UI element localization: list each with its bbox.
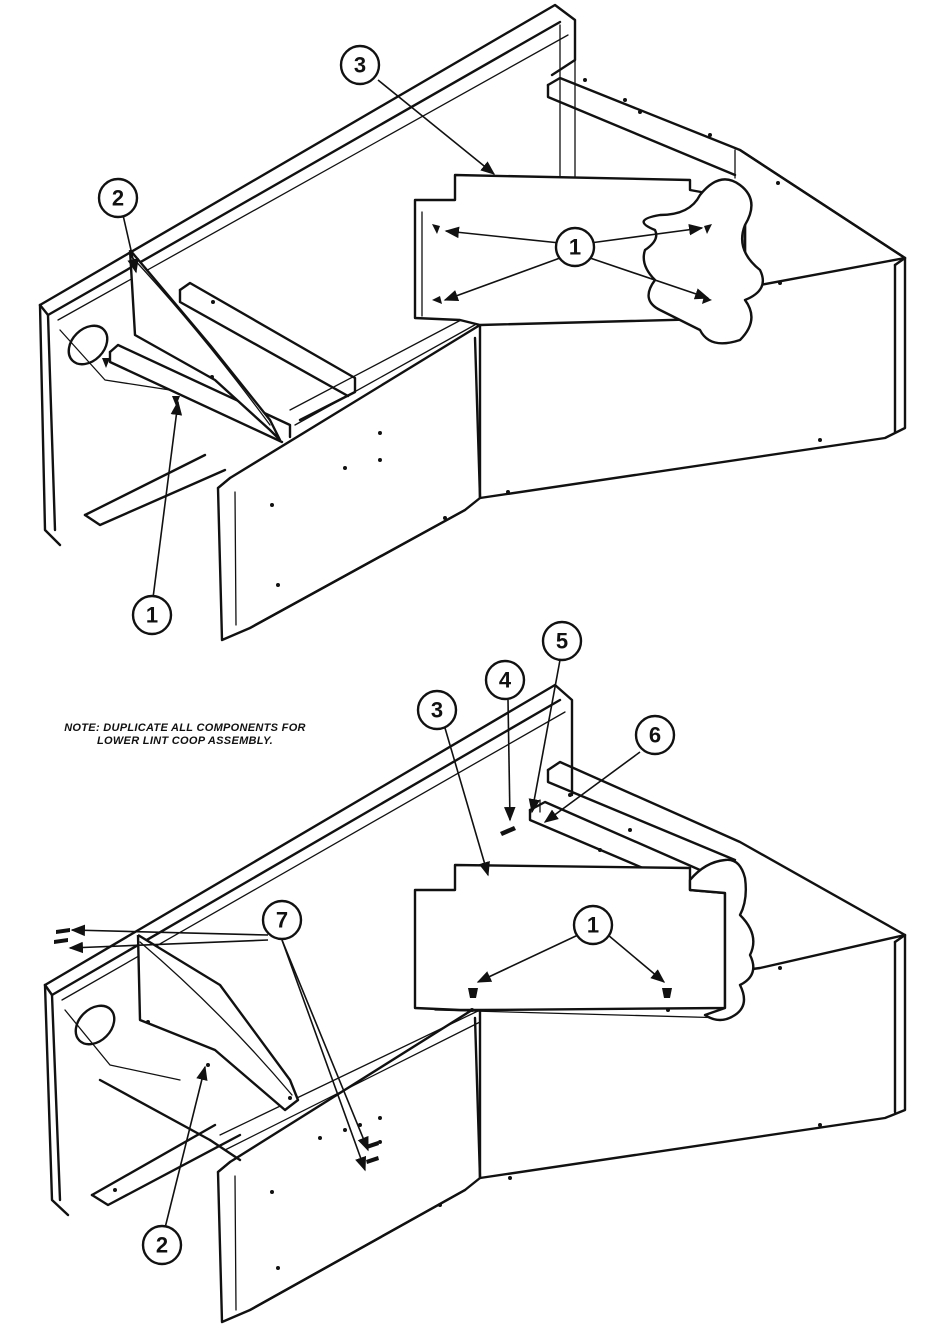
callout-label: 3 xyxy=(354,53,366,78)
callout-label: 2 xyxy=(156,1233,168,1258)
assembly-note: NOTE: DUPLICATE ALL COMPONENTS FOR LOWER… xyxy=(40,722,330,748)
callout-label: 4 xyxy=(499,668,512,693)
callout-bottom-4: 4 xyxy=(484,659,526,701)
note-line-1: NOTE: DUPLICATE ALL COMPONENTS FOR xyxy=(64,722,306,734)
callout-label: 7 xyxy=(276,908,288,933)
callout-bottom-3: 3 xyxy=(416,689,458,731)
callout-label: 1 xyxy=(569,235,581,260)
callout-bottom-2: 2 xyxy=(141,1224,183,1266)
callout-top-3: 3 xyxy=(339,44,381,86)
top-assembly xyxy=(38,3,907,642)
callout-top-1-bottom: 1 xyxy=(131,594,173,636)
callout-bottom-7: 7 xyxy=(261,899,303,941)
callout-label: 3 xyxy=(431,698,443,723)
callout-top-2: 2 xyxy=(97,177,139,219)
bottom-assembly xyxy=(43,659,907,1324)
callout-bottom-1: 1 xyxy=(572,904,614,946)
callout-label: 1 xyxy=(587,913,599,938)
callout-bottom-5: 5 xyxy=(541,620,583,662)
callout-label: 6 xyxy=(649,723,661,748)
callout-top-1-cover: 1 xyxy=(554,226,596,268)
callout-bottom-6: 6 xyxy=(634,714,676,756)
note-line-2: LOWER LINT COOP ASSEMBLY. xyxy=(97,735,273,747)
callout-label: 1 xyxy=(146,603,158,628)
callout-label: 2 xyxy=(112,186,124,211)
callout-label: 5 xyxy=(556,629,568,654)
